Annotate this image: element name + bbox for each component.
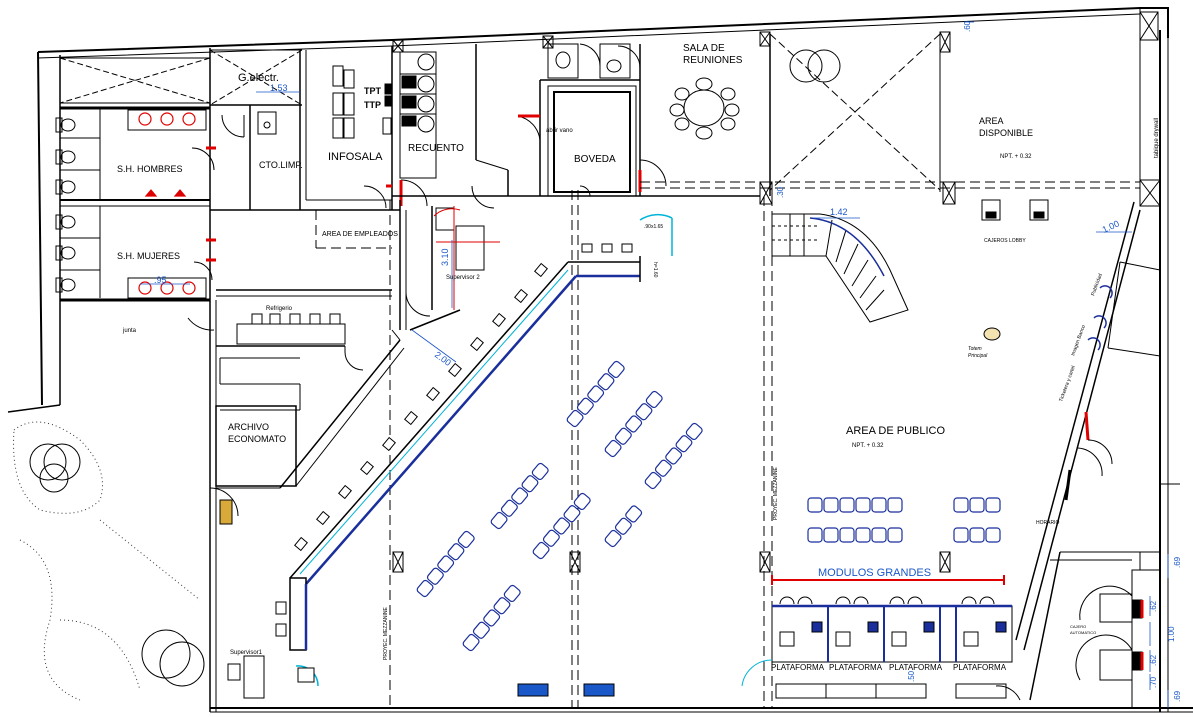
dashed-guides <box>315 181 1140 708</box>
label-archivo-line1: ARCHIVO <box>228 422 269 432</box>
dim-70: .70 <box>1149 676 1158 688</box>
dimension-texts: 1.53 .95 3.10 2.00 1.42 1.00 .30 .60 .69… <box>154 20 1182 702</box>
label-sh-mujeres: S.H. MUJERES <box>117 251 180 261</box>
dim-50: .50 <box>907 670 916 682</box>
dim-60: .60 <box>963 20 972 32</box>
label-horario: HORARIO <box>1036 520 1059 526</box>
label-supervisor2: Supervisor 2 <box>446 275 480 281</box>
label-npt-pub: NPT. + 0.32 <box>852 443 884 449</box>
label-totem-1: Totem <box>968 346 982 352</box>
label-sign-3: Ticketera y cartel <box>1058 365 1077 403</box>
label-cajeros-lobby: CAJEROS LOBBY <box>984 238 1026 244</box>
label-totem-2: Principal <box>968 353 988 359</box>
label-boveda: BOVEDA <box>574 154 616 165</box>
room-labels: G.electr. S.H. HOMBRES S.H. MUJERES CTO.… <box>117 43 1033 579</box>
label-cajero-1: CAJERO <box>1070 624 1086 629</box>
label-area-disp-line1: AREA <box>979 116 1004 126</box>
label-modulos-grandes: MODULOS GRANDES <box>818 567 931 579</box>
label-plataforma-3: PLATAFORMA <box>889 663 943 672</box>
dim-62a: .62 <box>1149 600 1158 612</box>
teller-chairs <box>275 243 633 637</box>
label-refrigerio: Refrigerio <box>266 306 293 312</box>
restrooms <box>59 102 216 331</box>
label-junta: junta <box>122 328 137 334</box>
dim-1-42: 1.42 <box>830 207 848 217</box>
label-proyec-mezz-1: PROYEC. MEZZANINE <box>383 607 389 660</box>
dimension-lines <box>140 21 1169 708</box>
dim-3-10: 3.10 <box>440 248 450 266</box>
sinks <box>138 112 196 295</box>
label-archivo-line2: ECONOMATO <box>228 434 286 444</box>
dim-30: .30 <box>776 186 785 198</box>
columns <box>392 11 1161 709</box>
label-abrir-vano: abrir vano <box>546 128 573 134</box>
break-room <box>209 200 431 525</box>
label-area-disp-line2: DISPONIBLE <box>979 128 1033 138</box>
server-racks <box>332 65 392 139</box>
staircase <box>771 213 909 323</box>
platform-modules <box>741 575 1021 701</box>
label-proyec-mezz-2: PROYEC. MEZZANINE <box>773 467 779 520</box>
label-sala-line1: SALA DE <box>683 43 725 54</box>
label-cajero-2: AUTOMATICO <box>1070 630 1096 635</box>
teller-counter <box>289 213 673 687</box>
label-sign-2: Imagen Banco <box>1070 324 1087 357</box>
label-infosala: INFOSALA <box>328 151 383 163</box>
garden <box>13 421 205 701</box>
label-supervisor1: Supervisor1 <box>230 650 263 656</box>
dim-2-00: 2.00 <box>433 350 453 368</box>
label-area-publico: AREA DE PUBLICO <box>846 425 945 437</box>
waiting-benches <box>416 360 1001 652</box>
right-facade <box>1015 201 1180 701</box>
dim-100b: 1.00 <box>1167 626 1176 642</box>
label-ventanilla: .90x1.65 <box>644 224 663 230</box>
label-g-electr: G.electr. <box>238 72 279 84</box>
lobby-fixtures <box>227 199 1049 699</box>
label-plataforma-1: PLATAFORMA <box>771 663 825 672</box>
toilets <box>55 117 76 293</box>
label-tpt: TPT <box>364 86 382 96</box>
label-npt-disp: NPT. + 0.32 <box>1000 154 1032 160</box>
label-sh-hombres: S.H. HOMBRES <box>117 164 183 174</box>
atm-area <box>1075 585 1144 681</box>
label-dim-h: h=1.60 <box>652 262 658 278</box>
vault-area <box>392 43 760 209</box>
label-plataforma-2: PLATAFORMA <box>829 663 883 672</box>
dim-62b: .62 <box>1149 654 1158 666</box>
label-sign-1: Publicidad <box>1090 273 1104 297</box>
dim-69a: .69 <box>1173 556 1182 568</box>
label-cto-limp: CTO.LIMP. <box>259 160 303 170</box>
meeting-room <box>669 33 1141 196</box>
label-sala-line2: REUNIONES <box>683 55 743 66</box>
label-area-empleados: AREA DE EMPLEADOS <box>322 231 398 238</box>
label-tabique: tabique drywall <box>1154 118 1160 158</box>
dim-95: .95 <box>154 275 167 285</box>
utility-rooms <box>210 46 428 211</box>
label-recuento: RECUENTO <box>408 143 464 154</box>
dim-69b: .69 <box>1173 690 1182 702</box>
label-plataforma-4: PLATAFORMA <box>953 663 1007 672</box>
dim-1-53: 1.53 <box>270 83 288 93</box>
label-ttp: TTP <box>364 100 381 110</box>
supervisor2-office <box>409 206 500 331</box>
